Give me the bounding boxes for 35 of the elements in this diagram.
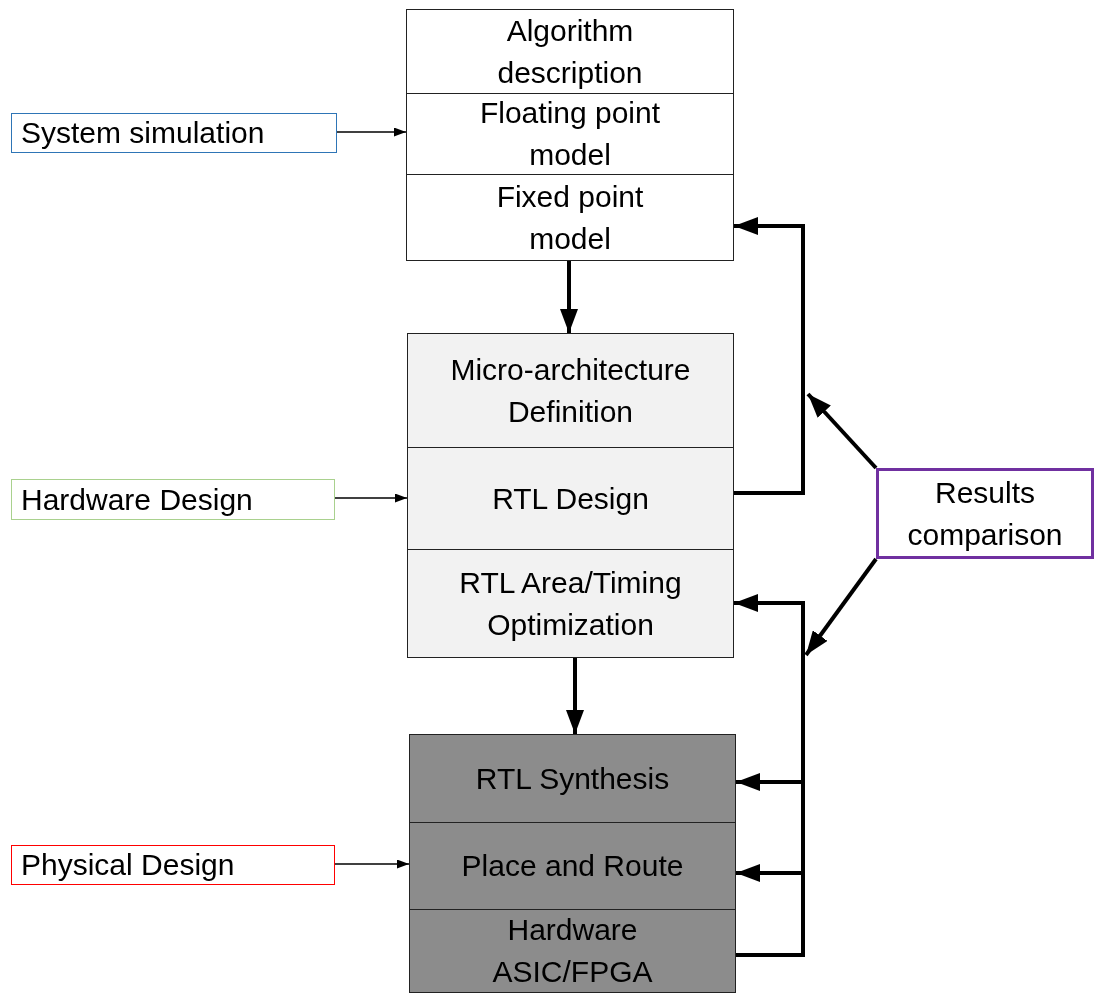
- process-box: [407, 549, 734, 658]
- arrow: [734, 217, 805, 495]
- arrow: [736, 864, 805, 957]
- arrow: [566, 658, 584, 734]
- stage-label-box: [11, 479, 335, 520]
- step-label: Place and Route: [461, 848, 684, 884]
- process-box: [407, 333, 734, 448]
- step-label: Fixed point model: [495, 178, 645, 257]
- arrow: [804, 557, 878, 657]
- step-label: Algorithm description: [496, 12, 644, 91]
- arrow: [334, 493, 408, 503]
- process-box: [406, 9, 734, 94]
- stage-label-box: [11, 113, 337, 153]
- step-label: RTL Area/Timing Optimization: [458, 564, 683, 643]
- step-label: Results comparison: [906, 474, 1064, 553]
- arrow: [336, 127, 407, 137]
- process-box: [409, 822, 736, 910]
- step-label: System simulation: [21, 115, 265, 151]
- process-box: [409, 734, 736, 823]
- step-label: RTL Synthesis: [475, 760, 670, 797]
- process-box: [406, 93, 734, 175]
- stage-label-box: [11, 845, 335, 885]
- arrow: [334, 859, 410, 869]
- process-box: [406, 174, 734, 261]
- step-label: Floating point model: [478, 95, 662, 173]
- step-label: Micro-architecture Definition: [449, 351, 692, 430]
- arrow: [806, 392, 878, 470]
- step-label: Hardware ASIC/FPGA: [491, 912, 654, 990]
- arrow: [560, 261, 578, 333]
- process-box: [876, 468, 1094, 559]
- step-label: RTL Design: [492, 480, 649, 517]
- step-label: Physical Design: [21, 847, 235, 883]
- step-label: Hardware Design: [21, 481, 253, 518]
- process-box: [407, 447, 734, 550]
- process-box: [409, 909, 736, 993]
